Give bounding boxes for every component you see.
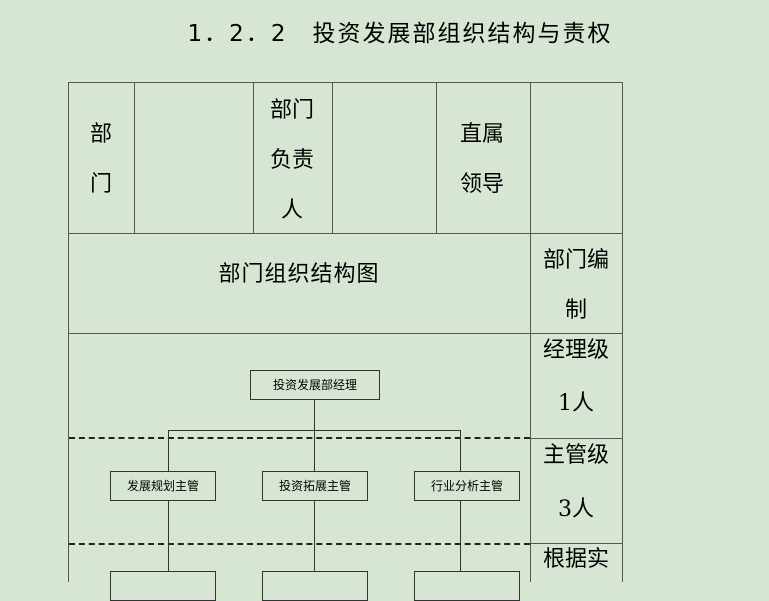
org-connector	[314, 501, 315, 576]
table-border-right	[622, 82, 623, 582]
staffing-label: 部门编制	[542, 248, 609, 323]
table-col-divider	[530, 82, 531, 582]
page-title: 1．2．2 投资发展部组织结构与责权	[187, 21, 613, 47]
org-connector	[314, 400, 315, 430]
org-root-box: 投资发展部经理	[250, 370, 380, 400]
supervisor-label: 直属领导	[459, 122, 504, 197]
level-separator	[69, 437, 530, 439]
level-separator	[69, 543, 530, 545]
table-row-divider	[530, 543, 622, 544]
table-col-divider	[253, 82, 254, 233]
org-connector	[314, 430, 315, 471]
manager-count: 1人	[558, 391, 594, 416]
table-col-divider	[134, 82, 135, 233]
other-level-label: 根据实	[542, 547, 609, 572]
org-child-box: 行业分析主管	[414, 471, 520, 501]
org-connector	[168, 501, 169, 576]
table-border-left	[68, 82, 69, 582]
org-child-box: 投资拓展主管	[262, 471, 368, 501]
table-col-divider	[332, 82, 333, 233]
org-connector	[168, 430, 169, 471]
manager-level-label: 经理级	[542, 338, 609, 363]
table-row-divider	[530, 438, 622, 439]
org-connector	[460, 430, 461, 471]
table-col-divider	[436, 82, 437, 233]
table-row-divider	[68, 333, 622, 334]
org-child-box: 发展规划主管	[110, 471, 216, 501]
dept-head-label: 部门负责人	[269, 98, 314, 223]
dept-label: 部门	[89, 122, 112, 197]
supervisor-count: 3人	[558, 497, 594, 522]
table-border-top	[68, 82, 622, 83]
table-row-divider	[68, 233, 622, 234]
org-chart-title: 部门组织结构图	[218, 262, 380, 287]
org-connector	[460, 501, 461, 576]
supervisor-level-label: 主管级	[542, 443, 609, 468]
